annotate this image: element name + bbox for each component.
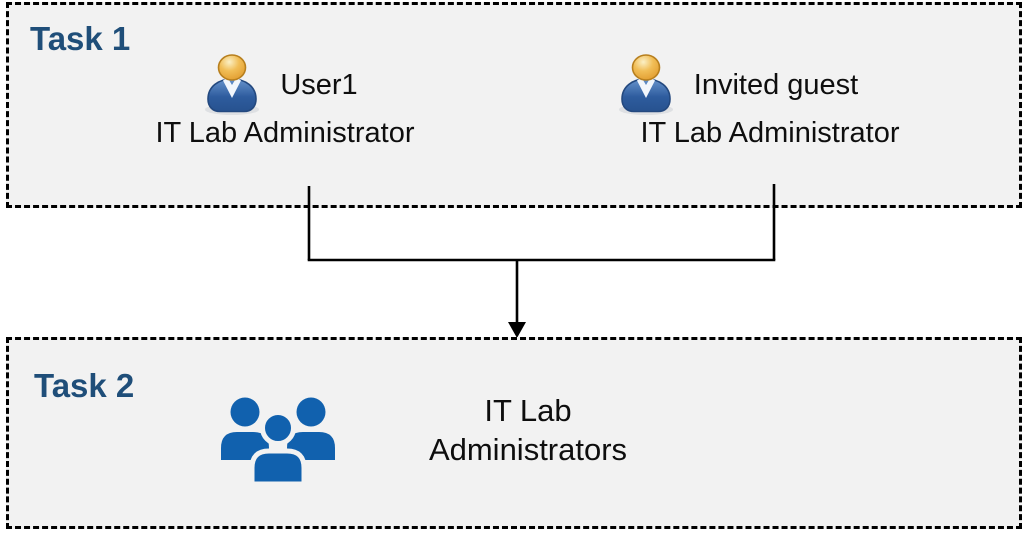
task1-label: Task 1 <box>30 20 131 57</box>
member-role: IT Lab Administrator <box>155 117 415 149</box>
member-role: IT Lab Administrator <box>640 117 900 149</box>
arrowhead-icon <box>508 322 526 338</box>
member-name: Invited guest <box>693 68 859 101</box>
task2-label: Task 2 <box>34 367 135 404</box>
person-icon <box>617 54 674 116</box>
task2-box <box>6 337 1022 529</box>
person-icon <box>204 54 261 116</box>
member-name: User1 <box>280 68 358 101</box>
task1-box <box>6 2 1022 208</box>
group-name: IT Lab Administrators <box>428 393 628 467</box>
member-invited-guest: Invited guest IT Lab Administrator <box>580 54 960 151</box>
people-group-icon <box>221 397 335 484</box>
member-user1: User1 IT Lab Administrator <box>130 54 440 151</box>
